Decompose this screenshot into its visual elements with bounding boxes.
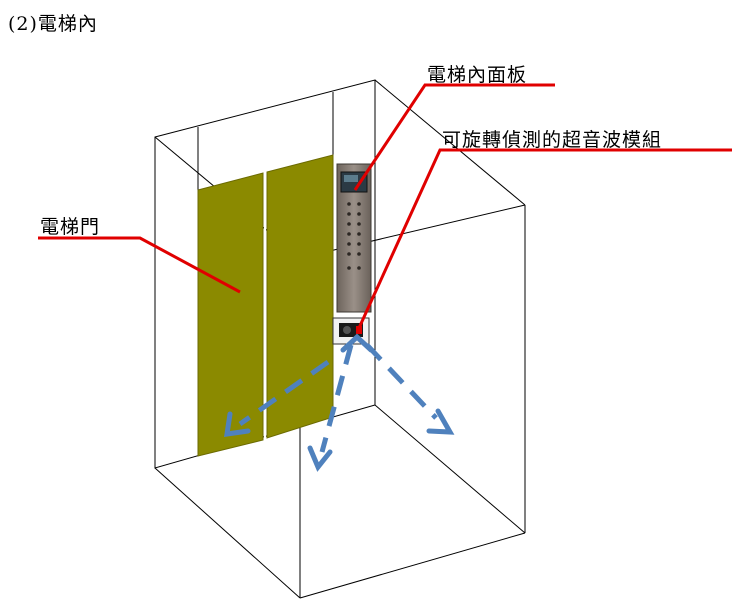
arrowhead-top (340, 333, 374, 353)
label-ultrasonic-sensor: 可旋轉偵測的超音波模組 (442, 129, 663, 151)
arrowhead-down (307, 445, 333, 472)
arrowhead-left (224, 411, 251, 437)
callout-sensor-line (357, 148, 732, 329)
label-control-panel: 電梯內面板 (427, 64, 528, 86)
sensor-eye (343, 326, 351, 334)
floor-edge-right (374, 404, 526, 534)
callout-lines (38, 83, 732, 329)
control-panel-buttons (347, 202, 361, 270)
detection-arrow-left (238, 359, 330, 427)
ceiling-edge-right (374, 79, 526, 206)
control-panel-display-glare (344, 175, 358, 182)
detection-arrows (238, 343, 438, 453)
door-panel-left (197, 172, 264, 457)
floor-edge-front (299, 532, 526, 599)
sensor-tip (356, 326, 362, 334)
elevator-door (197, 154, 334, 457)
detection-arrow-right (365, 343, 438, 420)
callout-door-line (38, 236, 241, 294)
diagram-heading: (2)電梯內 (8, 13, 98, 35)
door-panel-right (266, 154, 334, 439)
control-panel (336, 163, 372, 313)
detection-arrowheads (224, 333, 455, 472)
label-elevator-door: 電梯門 (40, 216, 101, 238)
callout-panel-line (353, 83, 555, 191)
floor-edge-left (154, 467, 301, 599)
arrowhead-right (426, 408, 455, 435)
detection-arrow-down (319, 344, 354, 453)
